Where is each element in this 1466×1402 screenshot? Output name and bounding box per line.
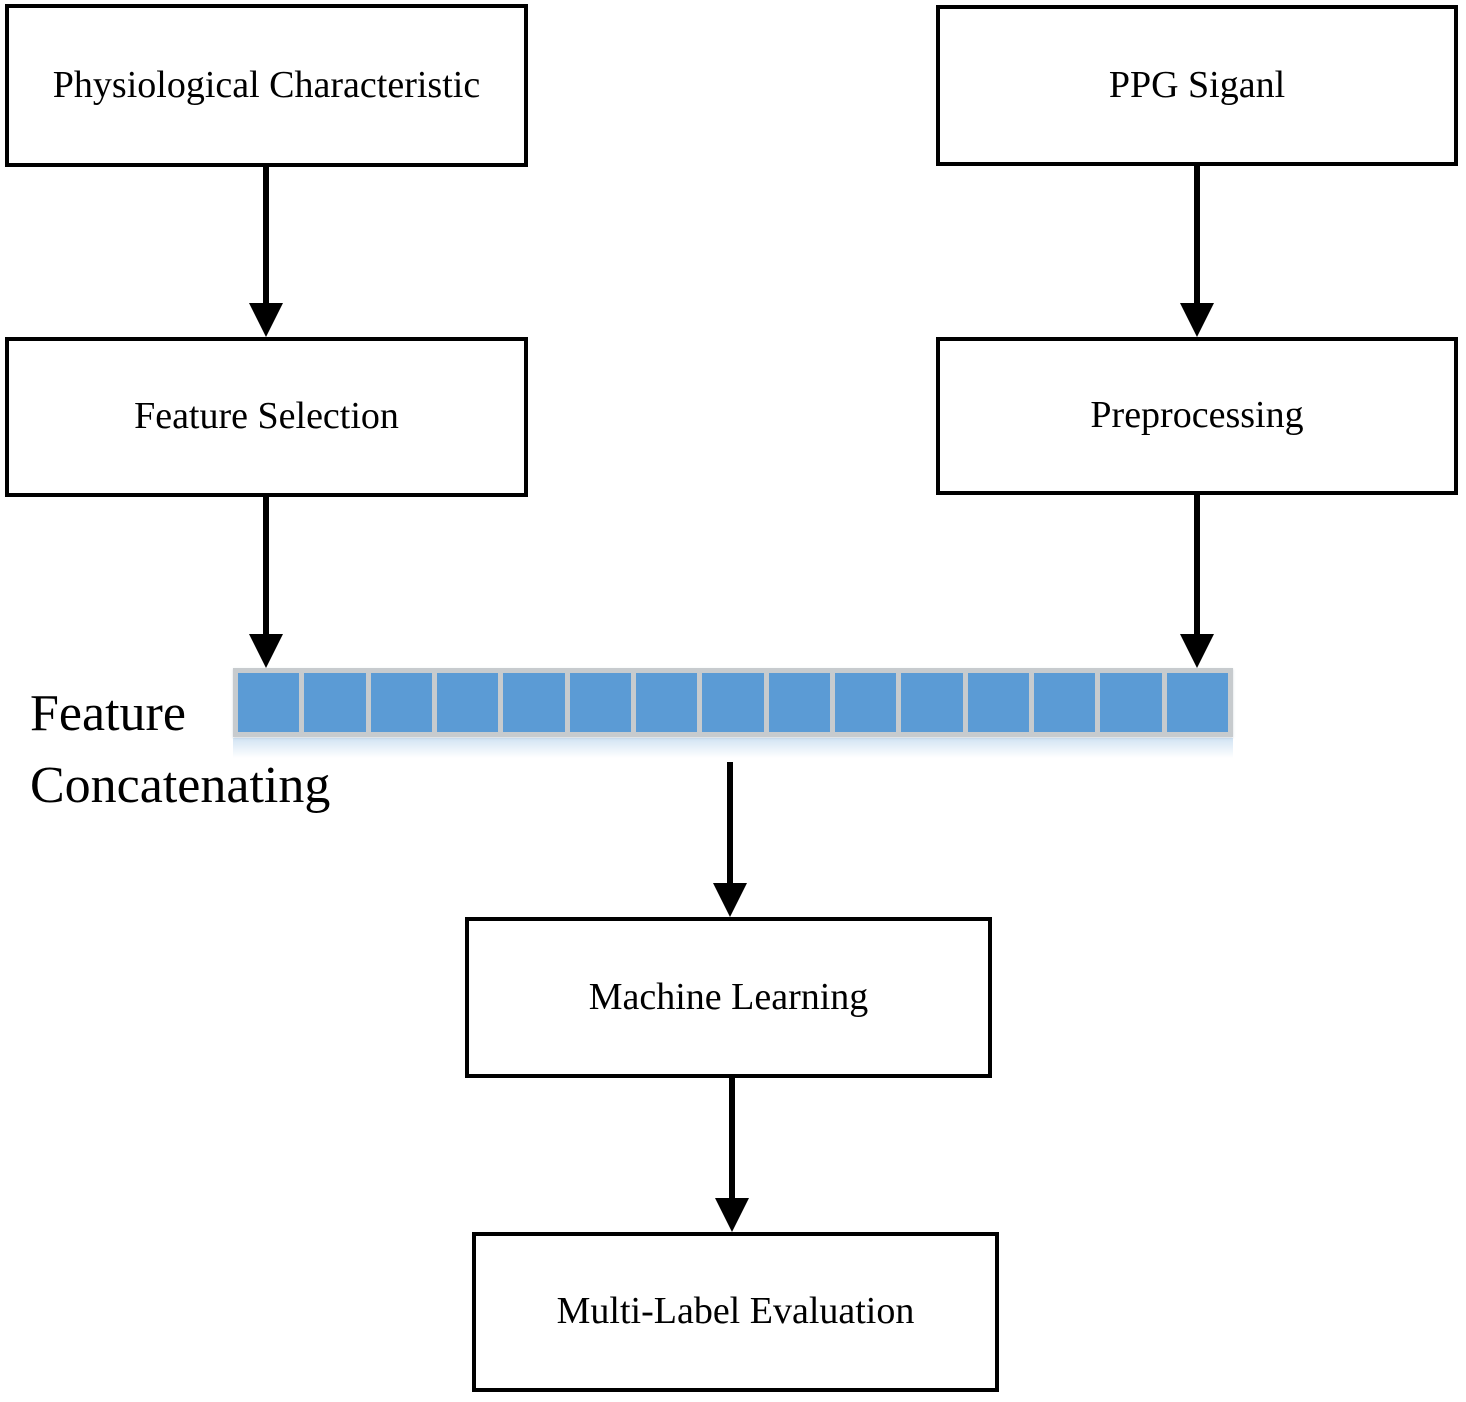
feature-bar-cell: [304, 673, 366, 732]
feature-bar-cell: [635, 673, 698, 732]
arrow-head-icon: [1180, 634, 1214, 668]
arrow-shaft: [1194, 495, 1200, 634]
arrow-ppg-to-preprocessing: [1180, 166, 1214, 337]
feature-bar-cell: [901, 673, 963, 732]
node-multi-label-evaluation-label: Multi-Label Evaluation: [556, 1290, 915, 1333]
arrow-shaft: [727, 762, 733, 883]
arrow-preprocessing-to-bar: [1180, 495, 1214, 668]
arrow-head-icon: [249, 634, 283, 668]
feature-bar-cell: [503, 673, 565, 732]
arrow-head-icon: [713, 883, 747, 917]
node-feature-selection-label: Feature Selection: [134, 395, 399, 438]
node-ppg-signal-label: PPG Siganl: [1108, 63, 1286, 106]
node-physiological-characteristic-label: Physiological Characteristic: [52, 63, 481, 106]
feature-bar-cell: [1166, 673, 1228, 732]
node-machine-learning-label: Machine Learning: [588, 975, 869, 1018]
feature-bar-cell: [1100, 673, 1162, 732]
arrow-physiological-to-feature-selection: [249, 167, 283, 337]
arrow-bar-to-machine-learning: [713, 762, 747, 917]
arrow-shaft: [263, 497, 269, 634]
feature-bar-reflection: [233, 738, 1233, 758]
feature-concatenating-label: Feature Concatenating: [30, 678, 330, 822]
arrow-shaft: [1194, 166, 1200, 303]
feature-concatenating-label-line1: Feature: [30, 685, 186, 742]
feature-bar-cell: [768, 673, 830, 732]
feature-bar-cell: [702, 673, 764, 732]
node-preprocessing-label: Preprocessing: [1090, 394, 1304, 437]
node-machine-learning: Machine Learning: [465, 917, 992, 1078]
arrow-machine-learning-to-multi-label-evaluation: [715, 1078, 749, 1232]
feature-bar-cell: [238, 673, 300, 732]
arrow-shaft: [263, 167, 269, 303]
feature-bar-cell: [370, 673, 432, 732]
feature-bar-cell: [569, 673, 631, 732]
arrow-feature-selection-to-bar: [249, 497, 283, 668]
arrow-head-icon: [715, 1198, 749, 1232]
feature-concatenating-label-line2: Concatenating: [30, 756, 331, 814]
feature-bar-cell: [436, 673, 499, 732]
arrow-shaft: [729, 1078, 735, 1198]
feature-bar-cell: [834, 673, 897, 732]
feature-bar-cell: [1033, 673, 1096, 732]
node-preprocessing: Preprocessing: [936, 337, 1458, 495]
feature-concatenating-bar: [233, 668, 1233, 737]
arrow-head-icon: [249, 303, 283, 337]
node-ppg-signal: PPG Siganl: [936, 5, 1458, 166]
node-physiological-characteristic: Physiological Characteristic: [5, 4, 528, 167]
node-feature-selection: Feature Selection: [5, 337, 528, 497]
feature-bar-cell: [967, 673, 1029, 732]
node-multi-label-evaluation: Multi-Label Evaluation: [472, 1232, 999, 1392]
arrow-head-icon: [1180, 303, 1214, 337]
